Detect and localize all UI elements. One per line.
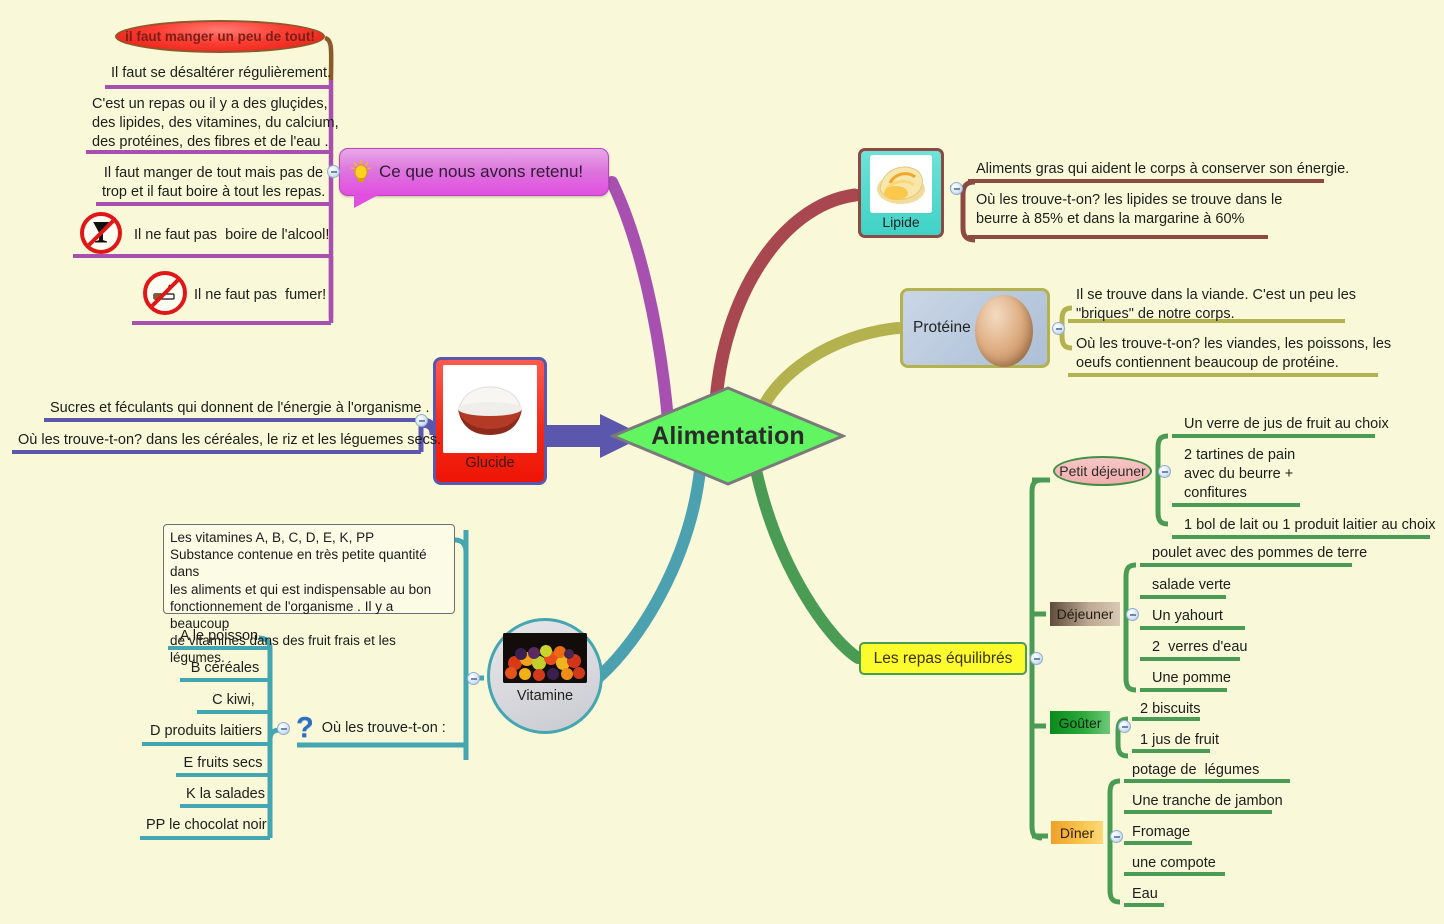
central-topic-label: Alimentation bbox=[651, 421, 805, 450]
node-vitamine[interactable]: Vitamine bbox=[487, 618, 603, 734]
vitamine-source-1[interactable]: B céréales bbox=[190, 660, 260, 676]
petit-dejeuner-item-1[interactable]: 2 tartines de pain avec du beurre + conf… bbox=[1184, 447, 1296, 501]
retenu-item-manger-de-tout[interactable]: Il faut manger de tout mais pas de trop … bbox=[102, 165, 326, 200]
collapse-toggle-glucide[interactable] bbox=[415, 414, 428, 427]
node-lipide-label: Lipide bbox=[882, 214, 920, 230]
node-repas-equilibres[interactable]: Les repas équilibrés bbox=[859, 642, 1027, 675]
vitamine-question-label: Où les trouve-t-on : bbox=[321, 720, 446, 736]
collapse-toggle-callout[interactable] bbox=[327, 165, 340, 178]
retenu-item-hydratation[interactable]: Il faut se désaltérer régulièrement. bbox=[111, 65, 332, 81]
node-glucide[interactable]: Glucide bbox=[433, 357, 547, 485]
node-proteine-label: Protéine bbox=[913, 319, 971, 336]
petit-dejeuner-item-2[interactable]: 1 bol de lait ou 1 produit laitier au ch… bbox=[1184, 517, 1436, 533]
vitamine-source-4[interactable]: E fruits secs bbox=[183, 755, 263, 771]
gouter-item-1[interactable]: 1 jus de fruit bbox=[1140, 732, 1219, 748]
diner-item-3[interactable]: une compote bbox=[1132, 855, 1216, 871]
node-vitamine-label: Vitamine bbox=[516, 688, 574, 704]
meal-dejeuner-label: Déjeuner bbox=[1056, 606, 1114, 622]
lipide-item-0[interactable]: Aliments gras qui aident le corps à cons… bbox=[976, 161, 1350, 177]
dejeuner-item-1[interactable]: salade verte bbox=[1152, 577, 1231, 593]
meal-diner[interactable]: Dîner bbox=[1051, 821, 1103, 844]
retenu-item-red-ellipse[interactable]: il faut manger un peu de tout! bbox=[115, 20, 325, 53]
gouter-item-0[interactable]: 2 biscuits bbox=[1140, 701, 1201, 717]
collapse-toggle-proteine[interactable] bbox=[1052, 322, 1065, 335]
lightbulb-icon bbox=[350, 159, 372, 184]
question-mark-icon: ? bbox=[296, 711, 314, 744]
node-lipide[interactable]: Lipide bbox=[858, 148, 944, 238]
collapse-toggle-repas[interactable] bbox=[1030, 652, 1043, 665]
collapse-toggle-dejeuner[interactable] bbox=[1126, 608, 1139, 621]
diner-item-4[interactable]: Eau bbox=[1132, 886, 1158, 902]
vitamine-source-2[interactable]: C kiwi, bbox=[212, 692, 255, 708]
vitamine-question[interactable]: ? Où les trouve-t-on : bbox=[296, 713, 466, 743]
callout-label: Ce que nous avons retenu! bbox=[379, 162, 584, 181]
glucide-item-1[interactable]: Où les trouve-t-on? dans les céréales, l… bbox=[18, 432, 442, 448]
dejeuner-item-3[interactable]: 2 verres d'eau bbox=[1152, 639, 1248, 655]
no-smoking-icon bbox=[143, 271, 187, 315]
vitamine-source-5[interactable]: K la salades bbox=[186, 786, 265, 802]
dejeuner-item-2[interactable]: Un yahourt bbox=[1152, 608, 1223, 624]
collapse-toggle-vitamine-sources[interactable] bbox=[277, 722, 290, 735]
vitamine-description[interactable]: Les vitamines A, B, C, D, E, K, PP Subst… bbox=[163, 524, 455, 665]
node-glucide-label: Glucide bbox=[465, 455, 515, 471]
node-repas-label: Les repas équilibrés bbox=[873, 649, 1013, 667]
meal-dejeuner[interactable]: Déjeuner bbox=[1050, 602, 1120, 626]
petit-dejeuner-item-0[interactable]: Un verre de jus de fruit au choix bbox=[1184, 416, 1389, 432]
diner-item-2[interactable]: Fromage bbox=[1132, 824, 1191, 840]
lipide-item-1[interactable]: Où les trouve-t-on? les lipides se trouv… bbox=[976, 192, 1283, 227]
collapse-toggle-vitamine[interactable] bbox=[467, 672, 480, 685]
central-topic[interactable]: Alimentation bbox=[609, 385, 847, 487]
collapse-toggle-petit-dejeuner[interactable] bbox=[1158, 465, 1171, 478]
retenu-item-fumer[interactable]: Il ne faut pas fumer! bbox=[194, 287, 327, 303]
meal-petit-dejeuner-label: Petit déjeuner bbox=[1059, 463, 1146, 479]
vitamine-source-3[interactable]: D produits laitiers bbox=[149, 723, 262, 739]
diner-item-1[interactable]: Une tranche de jambon bbox=[1132, 793, 1283, 809]
meal-gouter-label: Goûter bbox=[1058, 714, 1102, 731]
diamond-shape bbox=[609, 386, 847, 486]
node-proteine[interactable]: Protéine bbox=[900, 288, 1050, 368]
meal-diner-label: Dîner bbox=[1059, 824, 1095, 841]
retenu-item-repas-complet[interactable]: C'est un repas ou il y a des gluçides, d… bbox=[92, 96, 339, 150]
egg-image bbox=[975, 295, 1033, 367]
collapse-toggle-diner[interactable] bbox=[1110, 830, 1123, 843]
meal-petit-dejeuner[interactable]: Petit déjeuner bbox=[1053, 456, 1152, 486]
meal-gouter[interactable]: Goûter bbox=[1050, 711, 1110, 734]
vitamine-source-6[interactable]: PP le chocolat noir bbox=[146, 817, 267, 833]
collapse-toggle-lipide[interactable] bbox=[950, 182, 963, 195]
proteine-item-0[interactable]: Il se trouve dans la viande. C'est un pe… bbox=[1076, 287, 1357, 322]
retenu-item-label: il faut manger un peu de tout! bbox=[125, 29, 315, 44]
retenu-item-alcool[interactable]: Il ne faut pas boire de l'alcool! bbox=[134, 227, 330, 243]
collapse-toggle-gouter[interactable] bbox=[1118, 720, 1131, 733]
vitamine-source-0[interactable]: A le poisson bbox=[179, 628, 259, 644]
no-alcohol-icon bbox=[80, 212, 122, 254]
proteine-item-1[interactable]: Où les trouve-t-on? les viandes, les poi… bbox=[1076, 336, 1392, 371]
fruits-image bbox=[503, 633, 587, 683]
rice-bowl-image bbox=[443, 365, 537, 453]
glucide-item-0[interactable]: Sucres et féculants qui donnent de l'éne… bbox=[50, 400, 430, 416]
dejeuner-item-4[interactable]: Une pomme bbox=[1152, 670, 1231, 686]
diner-item-0[interactable]: potage de légumes bbox=[1132, 762, 1260, 778]
dejeuner-item-0[interactable]: poulet avec des pommes de terre bbox=[1152, 545, 1368, 561]
butter-image bbox=[870, 155, 932, 213]
callout-ce-que-nous-avons-retenu[interactable]: Ce que nous avons retenu! bbox=[339, 148, 609, 208]
